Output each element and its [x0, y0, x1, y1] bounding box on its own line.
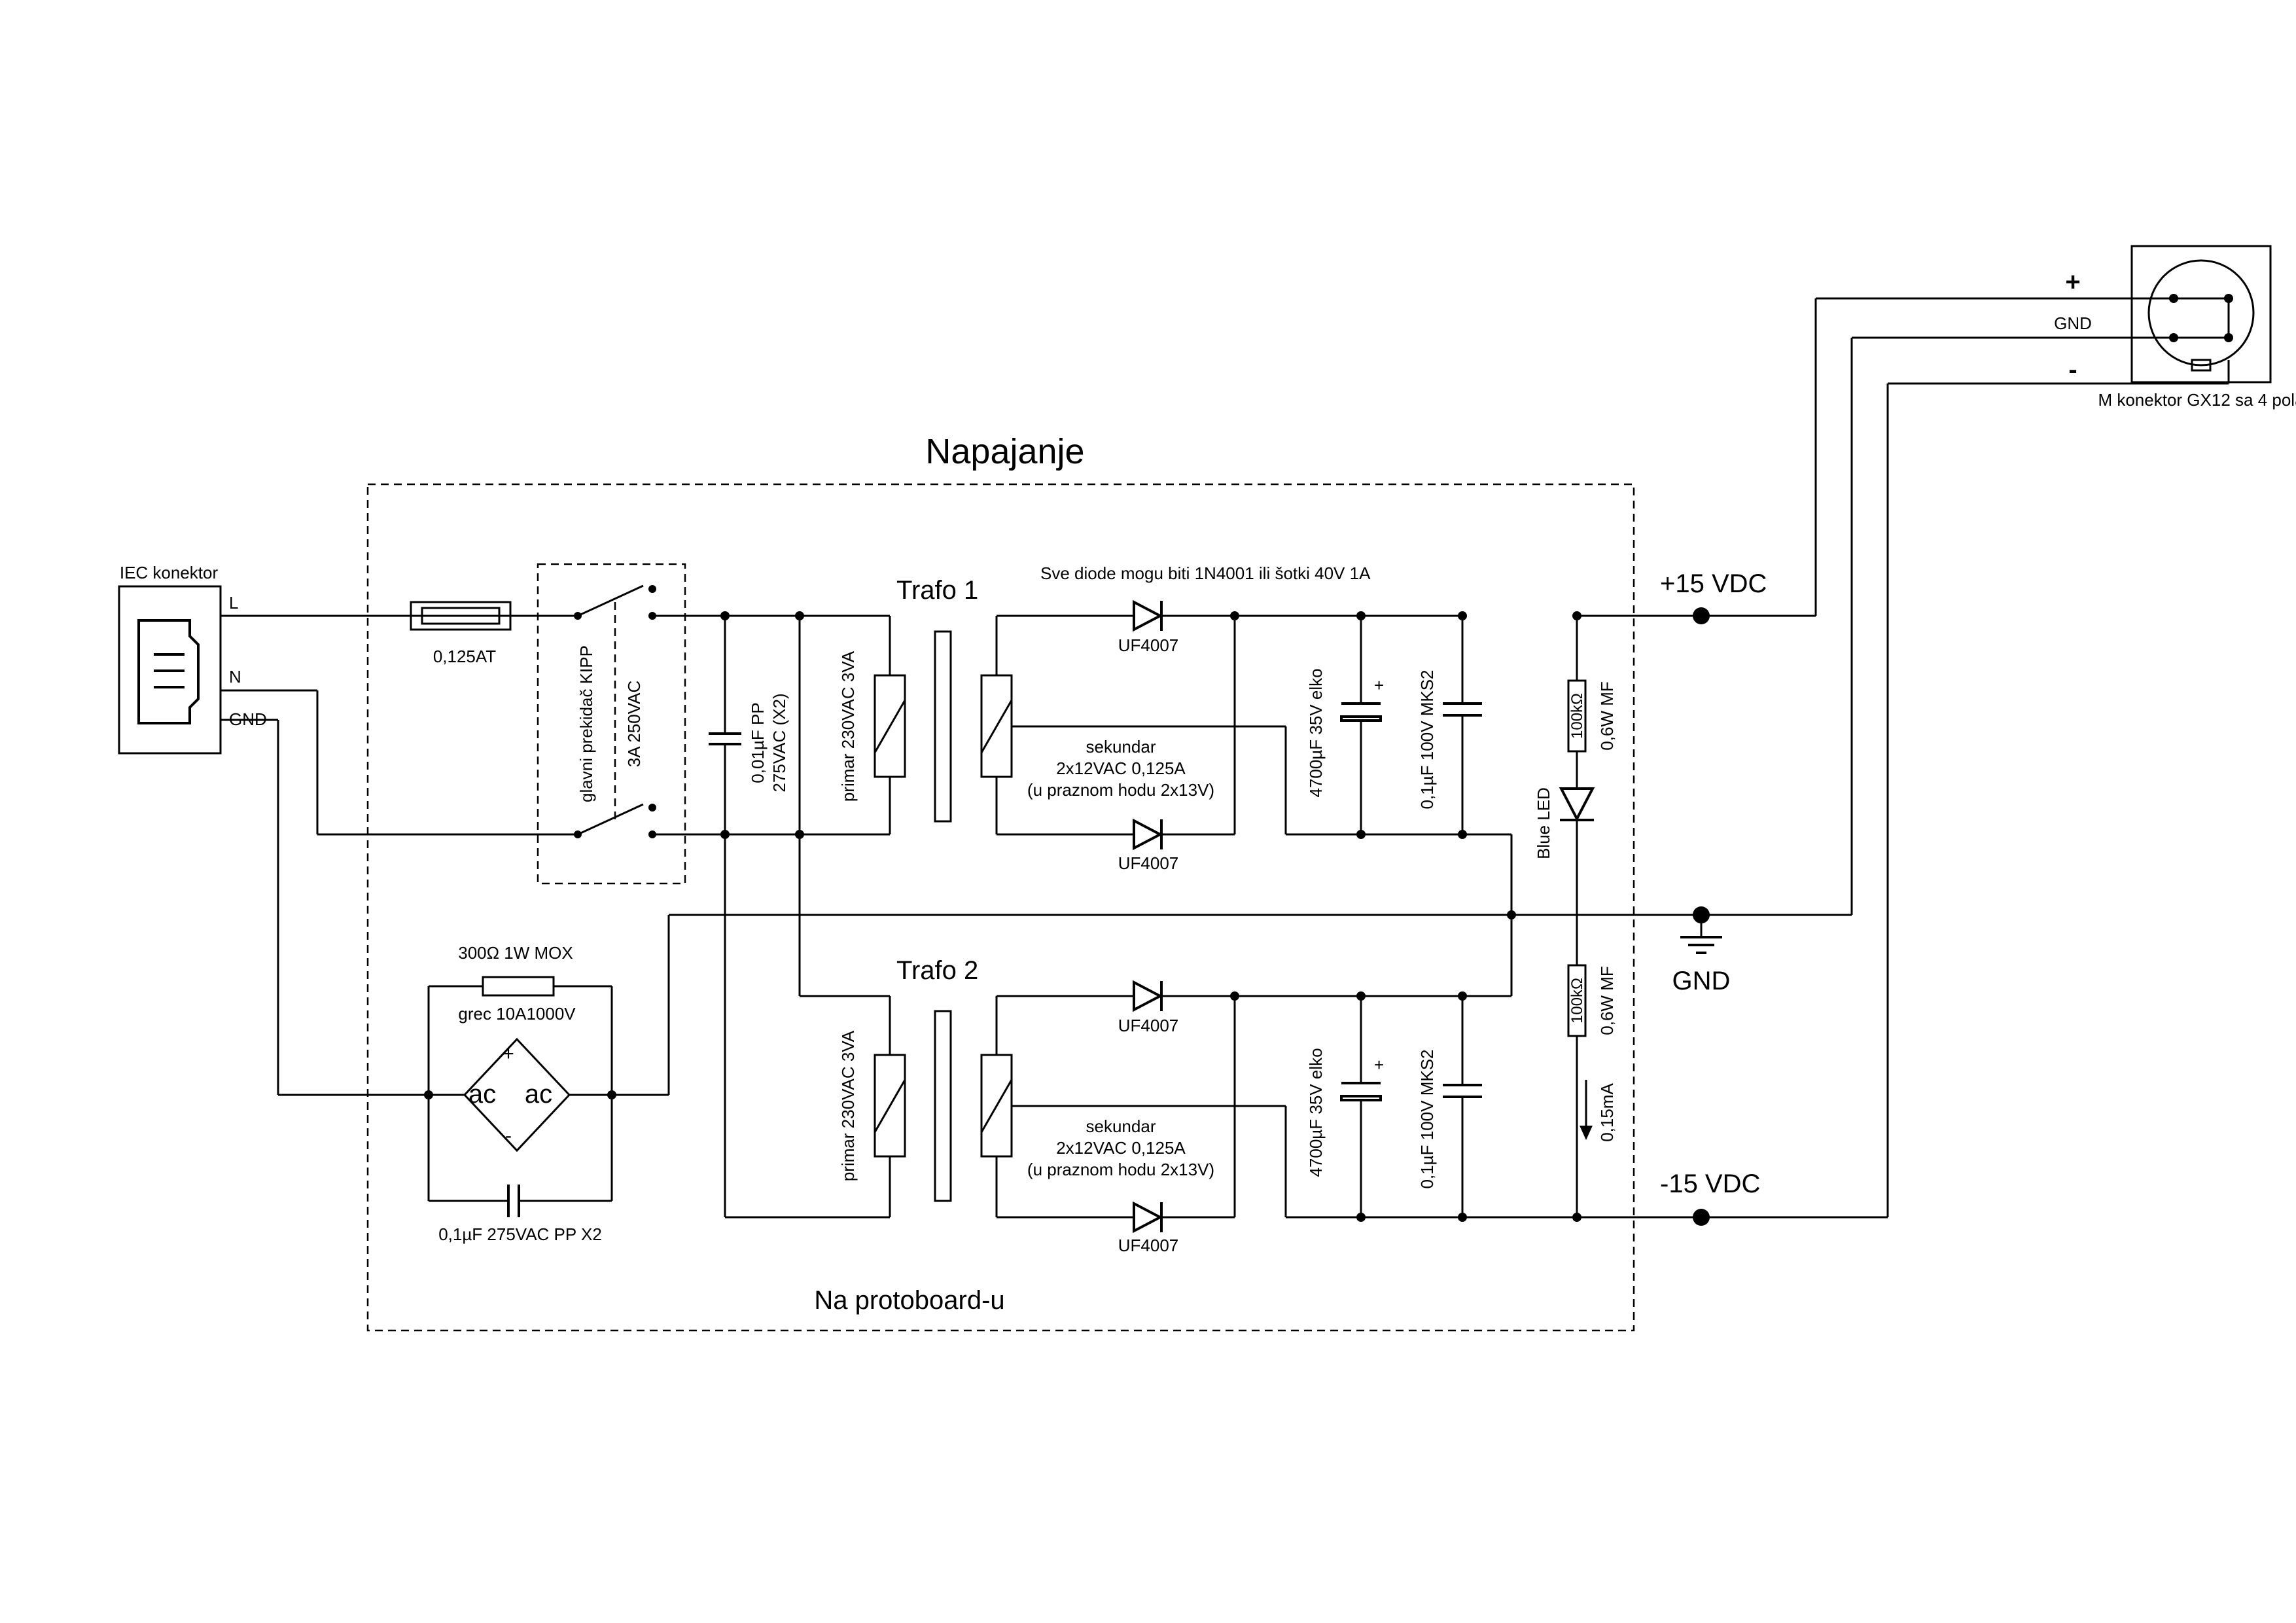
diode-d1: [1133, 599, 1163, 632]
gnd-resistor: [482, 976, 555, 997]
trafo1-primary-label: primar 230VAC 3VA: [838, 651, 858, 802]
iec-label: IEC konektor: [120, 563, 219, 582]
resistor-bottom-spec: 0,6W MF: [1597, 966, 1617, 1035]
iec-pin-l: L: [229, 593, 238, 613]
fuse-label: 0,125AT: [433, 647, 496, 666]
iec-socket-icon: [137, 619, 200, 724]
bridge-label: grec 10A1000V: [458, 1004, 576, 1024]
output-gnd-label: GND: [1672, 967, 1731, 995]
trafo1-sec-3: (u praznom hodu 2x13V): [1027, 780, 1214, 800]
iec-pin-n: N: [229, 667, 241, 687]
gnd-cap-label: 0,1µF 275VAC PP X2: [438, 1224, 602, 1244]
led-current-label: 0,15mA: [1597, 1083, 1617, 1142]
trafo2-primary-label: primar 230VAC 3VA: [838, 1030, 858, 1181]
protoboard-note: Na protoboard-u: [814, 1286, 1004, 1315]
bridge-rectifier: [463, 1037, 571, 1152]
trafo1-title: Trafo 1: [896, 576, 978, 605]
diode-d4-label: UF4007: [1118, 1236, 1179, 1255]
switch-label-2: 3A 250VAC: [624, 681, 644, 768]
bridge-plus: +: [503, 1043, 514, 1065]
film-cap2-label: 0,1µF 100V MKS2: [1417, 1050, 1437, 1189]
led-label: Blue LED: [1534, 787, 1553, 859]
trafo2-core: [934, 1010, 952, 1202]
film-cap1-label: 0,1µF 100V MKS2: [1417, 670, 1437, 810]
diode-d3: [1133, 980, 1163, 1012]
protoboard-boundary: [366, 483, 1635, 1332]
trafo1-sec-1: sekundar: [1086, 737, 1156, 757]
bridge-ac-left: ac: [468, 1080, 496, 1109]
trafo2-title: Trafo 2: [896, 956, 978, 985]
connector-label: M konektor GX12 sa 4 pola: [2098, 390, 2296, 410]
output-plus15-label: +15 VDC: [1660, 569, 1767, 598]
gnd-resistor-label: 300Ω 1W MOX: [458, 943, 573, 963]
resistor-top-value: 100kΩ: [1568, 693, 1586, 739]
bridge-ac-right: ac: [525, 1080, 552, 1109]
iec-connector-body: [118, 585, 222, 755]
diode-d2: [1133, 818, 1163, 851]
elko1-label: 4700µF 35V elko: [1306, 668, 1326, 797]
output-minus15-label: -15 VDC: [1660, 1169, 1760, 1198]
trafo2-sec-2: 2x12VAC 0,125A: [1056, 1138, 1186, 1158]
switch-label-1: glavni prekidač KIPP: [576, 645, 596, 802]
resistor-bottom-value: 100kΩ: [1568, 978, 1586, 1024]
trafo1-sec-2: 2x12VAC 0,125A: [1056, 758, 1186, 778]
diode-d3-label: UF4007: [1118, 1016, 1179, 1035]
elko1-plus: +: [1374, 675, 1384, 695]
elko2-label: 4700µF 35V elko: [1306, 1048, 1326, 1177]
switch-contact-top: [577, 584, 644, 617]
elko2-plus: +: [1374, 1055, 1384, 1075]
diagram-title: Napajanje: [925, 432, 1084, 471]
diode-note: Sve diode mogu biti 1N4001 ili šotki 40V…: [1040, 563, 1371, 583]
resistor-top-spec: 0,6W MF: [1597, 681, 1617, 750]
main-switch-box: [537, 563, 686, 885]
trafo2-sec-1: sekundar: [1086, 1116, 1156, 1136]
diode-d2-label: UF4007: [1118, 853, 1179, 873]
switch-contact-bottom: [577, 803, 644, 836]
x-cap-label-2: 275VAC (X2): [769, 693, 789, 792]
trafo2-sec-3: (u praznom hodu 2x13V): [1027, 1160, 1214, 1179]
diode-d4: [1133, 1201, 1163, 1234]
connector-gnd-label: GND: [2054, 313, 2092, 333]
gx12-connector-body: [2130, 245, 2272, 383]
x-cap-label-1: 0,01µF PP: [748, 702, 768, 783]
gx12-connector-face: [2147, 259, 2255, 366]
diode-d1-label: UF4007: [1118, 635, 1179, 655]
blue-led: [1559, 787, 1595, 822]
connector-plus-label: +: [2065, 268, 2080, 296]
trafo1-core: [934, 630, 952, 823]
connector-minus-label: -: [2068, 355, 2077, 384]
bridge-minus: -: [505, 1125, 512, 1147]
